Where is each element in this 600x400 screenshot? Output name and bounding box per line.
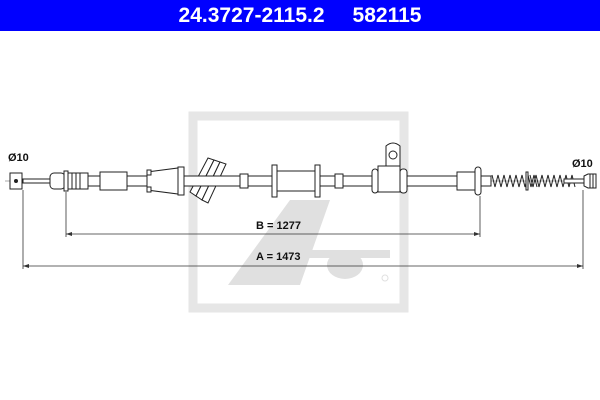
right-diameter-label: Ø10 — [572, 158, 593, 170]
part-number: 24.3727-2115.2 — [178, 3, 325, 27]
ate-watermark-letters — [228, 200, 390, 285]
dimension-a-label: A = 1473 — [256, 251, 301, 263]
cable-technical-drawing — [5, 111, 597, 313]
title-bar: 24.3727-2115.2 582115 — [0, 0, 600, 31]
ate-watermark-logo — [188, 111, 409, 313]
left-diameter-label: Ø10 — [8, 152, 29, 164]
dimension-b-label: B = 1277 — [256, 220, 301, 232]
article-number: 582115 — [352, 3, 422, 27]
